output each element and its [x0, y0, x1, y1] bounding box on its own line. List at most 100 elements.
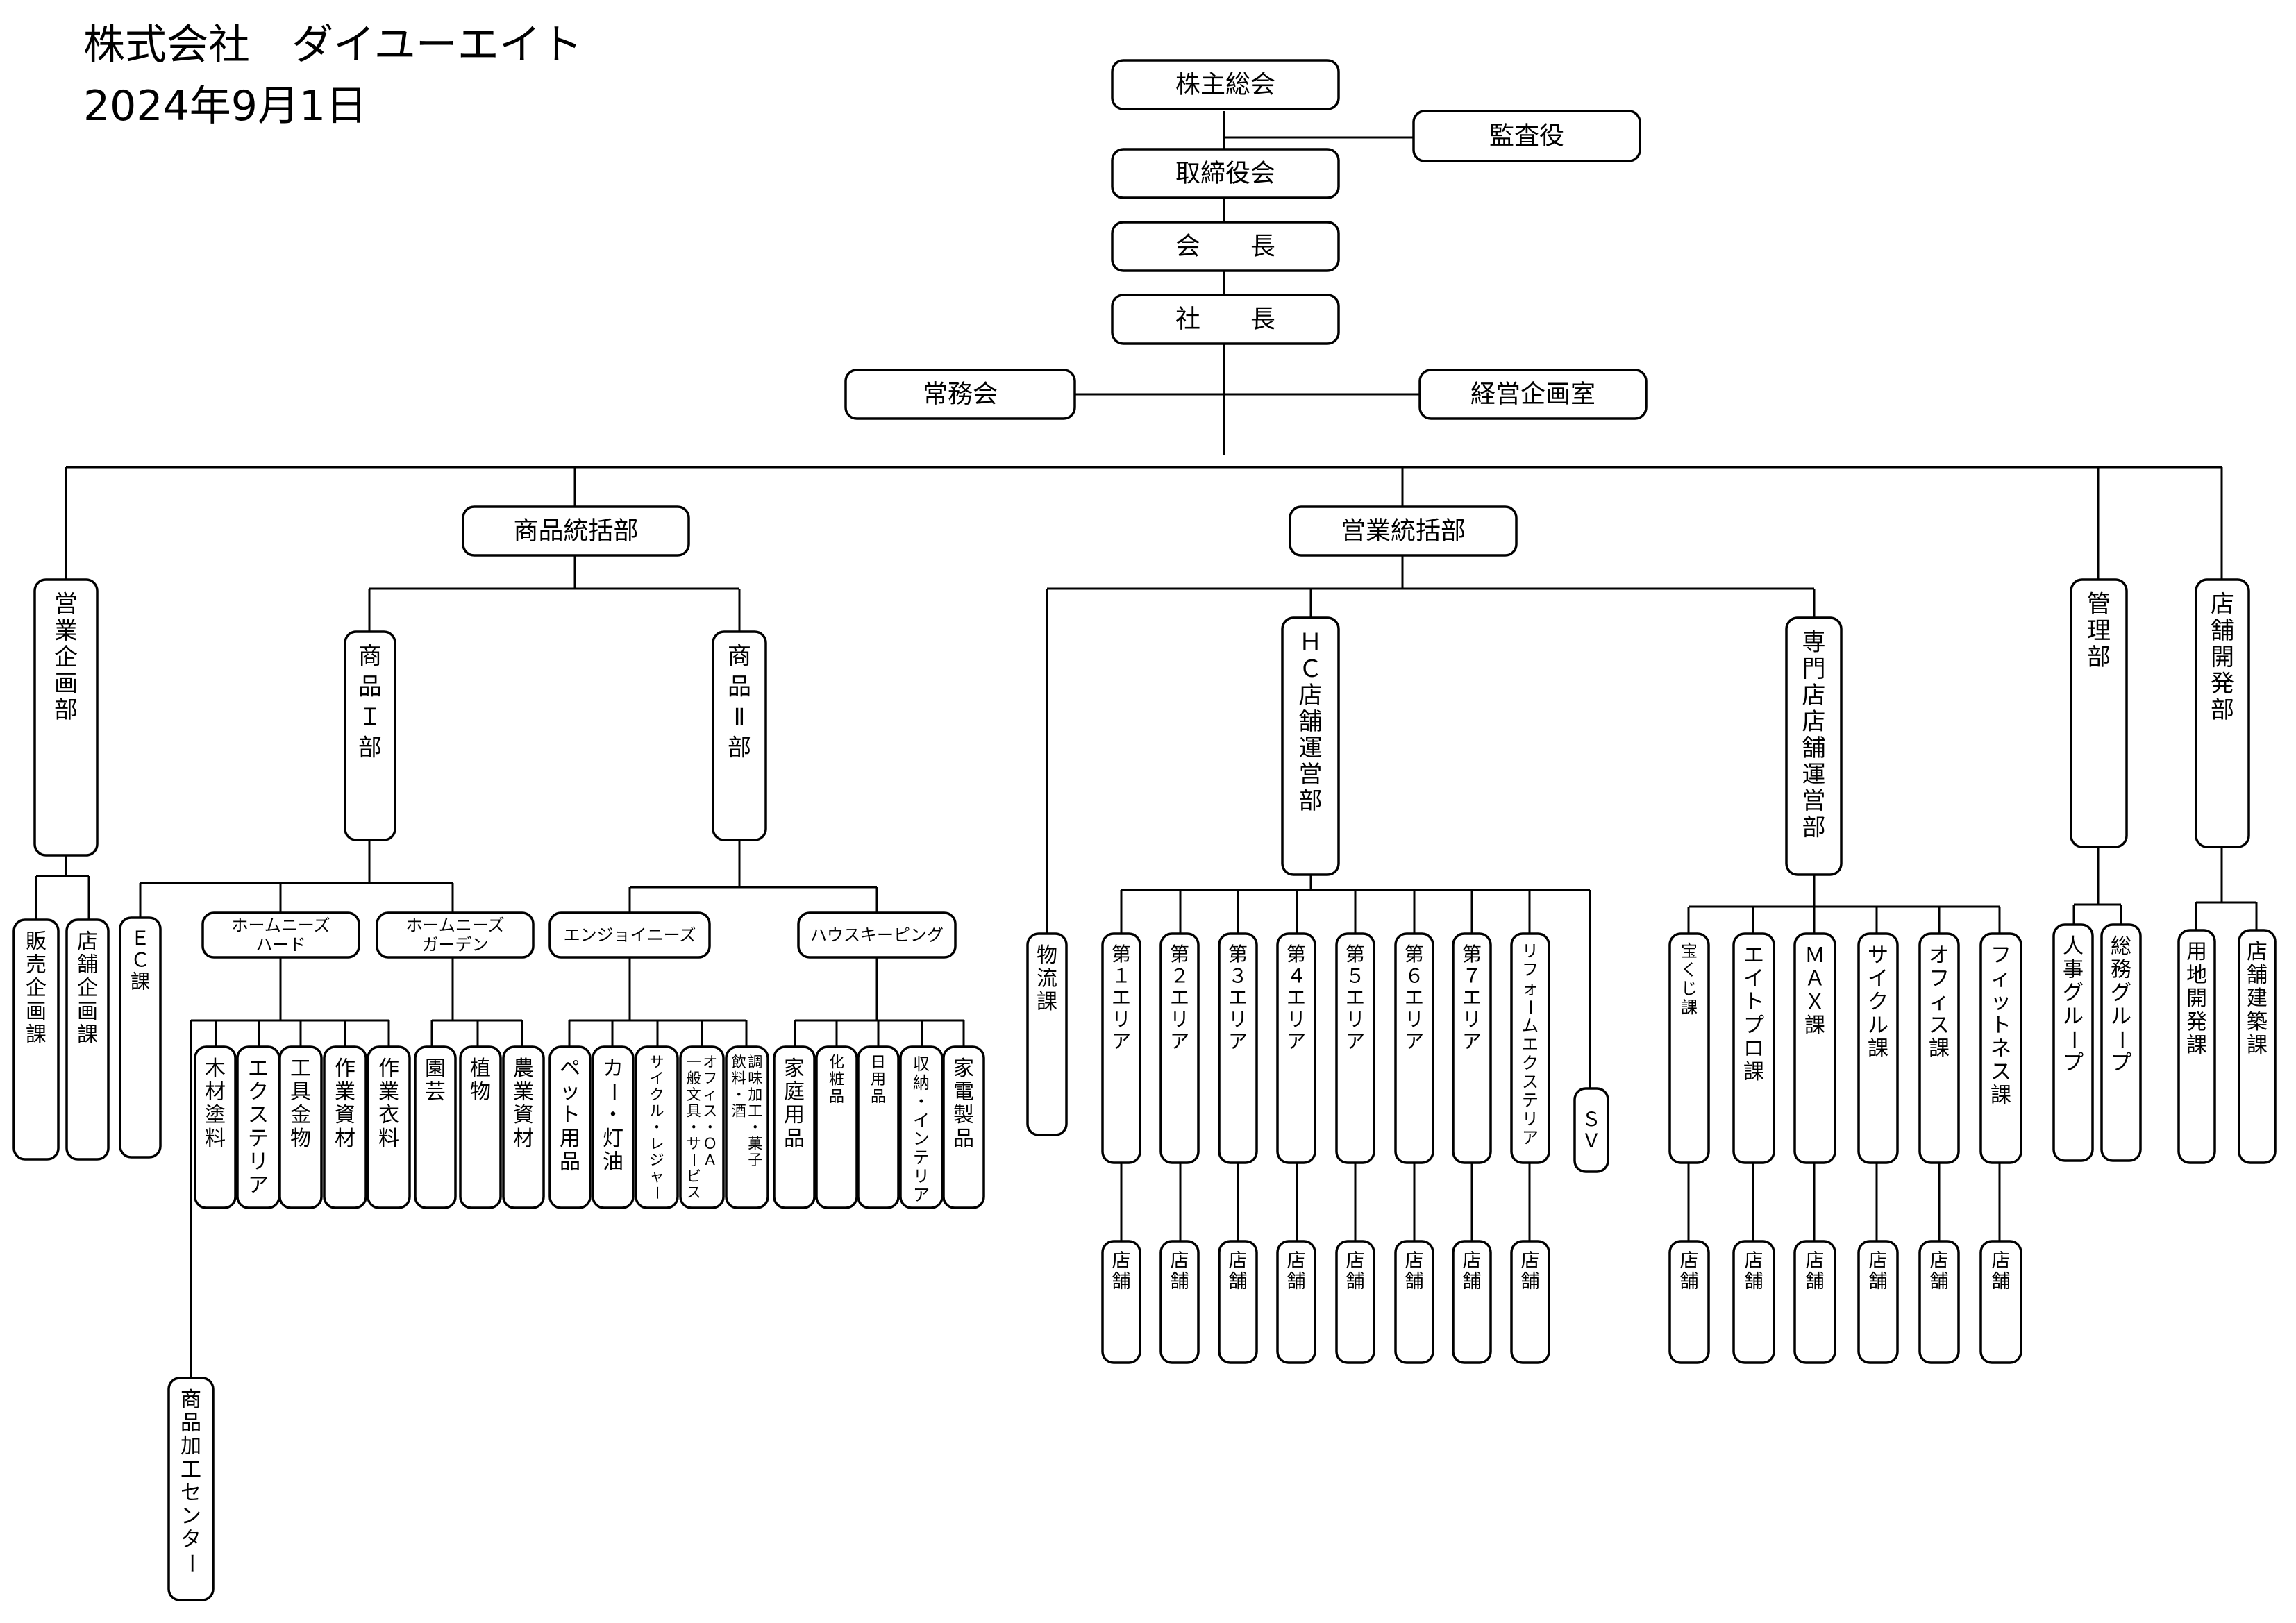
box-label-char: 管	[2087, 591, 2111, 619]
box-label-char: リ	[1228, 1008, 1248, 1031]
box-hc-store-3: 店舗	[1218, 1240, 1258, 1364]
chart-date: 2024年9月1日	[83, 82, 368, 131]
box-label-char: ア	[1287, 1029, 1306, 1052]
box-merchandise-hq: 商品統括部	[462, 505, 690, 557]
box-label-char: 営	[1299, 761, 1323, 789]
box-label-char: ー	[648, 1186, 665, 1200]
box-label-char: 舗	[1802, 734, 1826, 762]
box-label-char: Ｓ	[1582, 1108, 1601, 1131]
box-label-char: 料	[205, 1127, 226, 1151]
box-label-char: 舗	[1521, 1271, 1540, 1293]
box-frame	[119, 916, 162, 1159]
box-label-char: 舗	[1299, 708, 1323, 736]
box-frame	[548, 911, 711, 959]
box-label-char: 課	[2186, 1033, 2207, 1057]
box-frame	[1111, 59, 1340, 110]
box-label-char: 衣	[378, 1103, 399, 1127]
box-label-char: ル	[2111, 1004, 2131, 1029]
box-frame	[899, 1045, 944, 1209]
box-label-char: 業	[54, 617, 78, 645]
box-specialty-store-2: 店舗	[1732, 1240, 1775, 1364]
box-label-char: 料	[378, 1127, 399, 1151]
box-label: エンジョイニーズ	[564, 925, 696, 945]
box-label-char: 舗	[2247, 964, 2268, 988]
box-frame	[1218, 932, 1258, 1164]
box-label: ホームニーズ	[231, 916, 330, 935]
box-label-char: 用	[2186, 940, 2207, 964]
box-label-char: 開	[2211, 644, 2234, 671]
box-label-char: Ｅ	[131, 927, 150, 950]
box-label-char: 家	[784, 1057, 805, 1081]
box-label-char: 具	[290, 1080, 311, 1104]
box-frame	[1159, 1240, 1200, 1364]
box-frame	[1857, 1240, 1899, 1364]
box-label-char: ー	[601, 1082, 626, 1102]
box-frame	[1276, 1240, 1316, 1364]
box-frame	[1979, 1240, 2022, 1364]
box-label: ハウスキーピング	[810, 925, 944, 945]
box-frame	[459, 1045, 502, 1209]
box-frame	[725, 1045, 769, 1209]
box-frame	[1793, 932, 1836, 1164]
box-frame	[1394, 932, 1434, 1164]
box-label-char: 業	[378, 1080, 399, 1104]
box-label-char: 品	[181, 1411, 201, 1436]
box-frame	[1452, 1240, 1492, 1364]
box-label-char: イ	[1743, 967, 1764, 991]
box-label-char: ー	[685, 1153, 702, 1168]
box-label-char: 品	[728, 673, 751, 701]
box-frame	[167, 1377, 215, 1601]
box-label-char: ２	[1170, 964, 1189, 987]
box-frame	[797, 911, 957, 959]
box-label-char: 材	[335, 1127, 355, 1151]
box-frame	[773, 1045, 816, 1209]
box-label-char: 物	[470, 1080, 491, 1104]
box-label-char: 飲	[732, 1054, 746, 1070]
box-label-char: 製	[953, 1103, 974, 1127]
box-label-char: 流	[1037, 967, 1057, 991]
box-label-char: イ	[913, 1111, 930, 1130]
box-label-char: 総	[2111, 934, 2131, 959]
box-label-char: ッ	[1991, 990, 2011, 1014]
box-frame	[1573, 1087, 1609, 1173]
box-admin-dept: 管理部	[2070, 578, 2128, 848]
box-label-char: 部	[728, 734, 751, 762]
box-label-char: サ	[687, 1136, 701, 1152]
box-label-char: リ	[1522, 1109, 1539, 1129]
box-label-char: 店	[1299, 682, 1323, 709]
box-label-char: 菓	[748, 1136, 762, 1152]
box-label-char: 工	[181, 1458, 201, 1482]
box-label-char: 店	[1680, 1250, 1699, 1272]
box-label-char: 園	[425, 1057, 446, 1081]
box-label-char: 店	[1405, 1250, 1424, 1272]
box-frame	[2070, 578, 2128, 848]
box-label-char: テ	[248, 1127, 269, 1151]
box-label-char: ス	[1991, 1060, 2011, 1084]
box-label: ガーデン	[422, 935, 489, 955]
box-label-char: 課	[1037, 990, 1057, 1014]
box-label-char: じ	[1681, 979, 1698, 998]
box-label-char: ト	[1991, 1014, 2011, 1038]
box-frame	[2177, 929, 2216, 1164]
box-ec-section: ＥＣ課	[119, 916, 162, 1159]
box-label-char: ー	[1520, 999, 1540, 1016]
box-hc-store-8: 店舗	[1510, 1240, 1550, 1364]
box-frame	[1510, 932, 1550, 1164]
box-label-char: ル	[650, 1103, 664, 1120]
box-label-char: 店	[1229, 1250, 1248, 1272]
box-frame	[1785, 616, 1843, 876]
box-frame	[712, 630, 767, 841]
box-label-char: エ	[1743, 943, 1764, 968]
box-label-char: 品	[784, 1127, 805, 1151]
box-label-char: ッ	[560, 1080, 580, 1104]
box-label-char: 商	[181, 1388, 201, 1412]
box-label-char: 舗	[1869, 1271, 1888, 1293]
box-label-char: 売	[26, 953, 47, 977]
box-label-char: 部	[2211, 696, 2234, 724]
